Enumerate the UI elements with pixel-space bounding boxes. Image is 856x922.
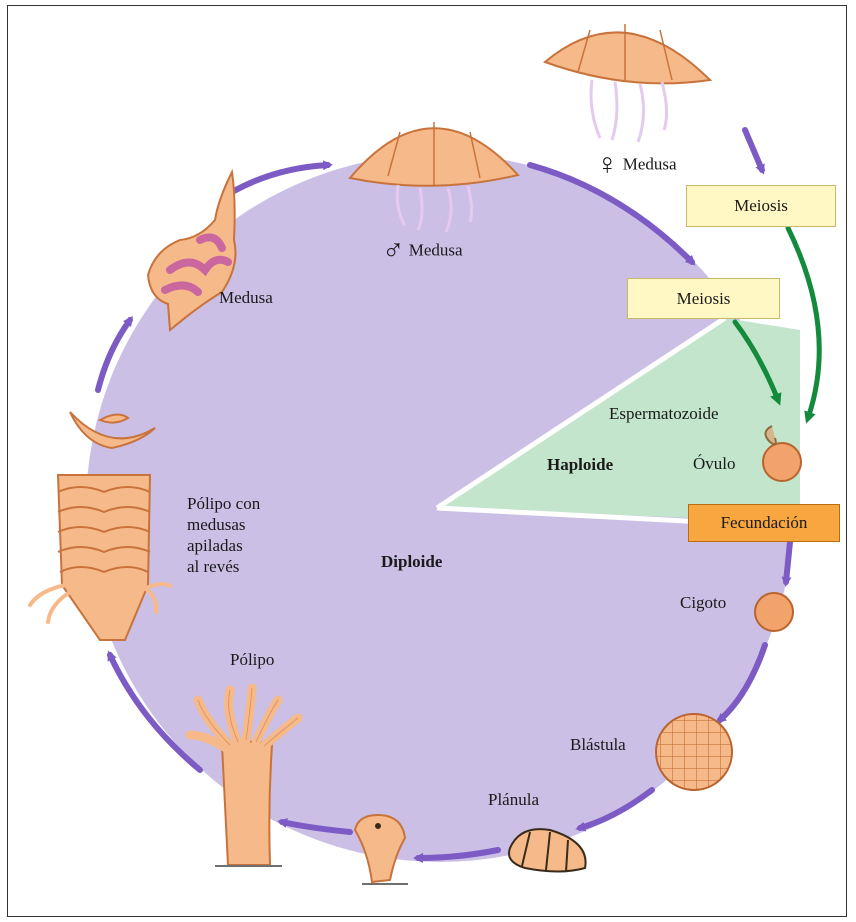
cigoto-label: Cigoto <box>680 594 726 613</box>
cigoto-illustration <box>755 593 793 631</box>
male-medusa-label: ♂ Medusa <box>382 236 463 266</box>
ovulo-label: Óvulo <box>693 455 736 474</box>
medusa-left-label: Medusa <box>219 289 273 308</box>
planula-label: Plánula <box>488 791 539 810</box>
male-symbol: ♂ <box>382 234 405 267</box>
fecundacion-box: Fecundación <box>688 504 840 542</box>
polipo-label: Pólipo <box>230 651 274 670</box>
female-symbol: ♀ <box>596 148 619 181</box>
female-medusa-illustration <box>545 24 710 142</box>
ovulo-illustration <box>763 443 801 481</box>
meiosis-box-middle: Meiosis <box>627 278 780 319</box>
meiosis-box-top: Meiosis <box>686 185 836 227</box>
blastula-illustration <box>656 714 732 790</box>
espermatozoide-label: Espermatozoide <box>609 405 719 424</box>
blastula-label: Blástula <box>570 736 626 755</box>
diploide-label: Diploide <box>381 553 442 572</box>
female-medusa-label: ♀ Medusa <box>596 150 677 180</box>
haploide-label: Haploide <box>547 456 613 475</box>
polipo-medusas-label: Pólipo con medusas apiladas al revés <box>187 493 260 577</box>
